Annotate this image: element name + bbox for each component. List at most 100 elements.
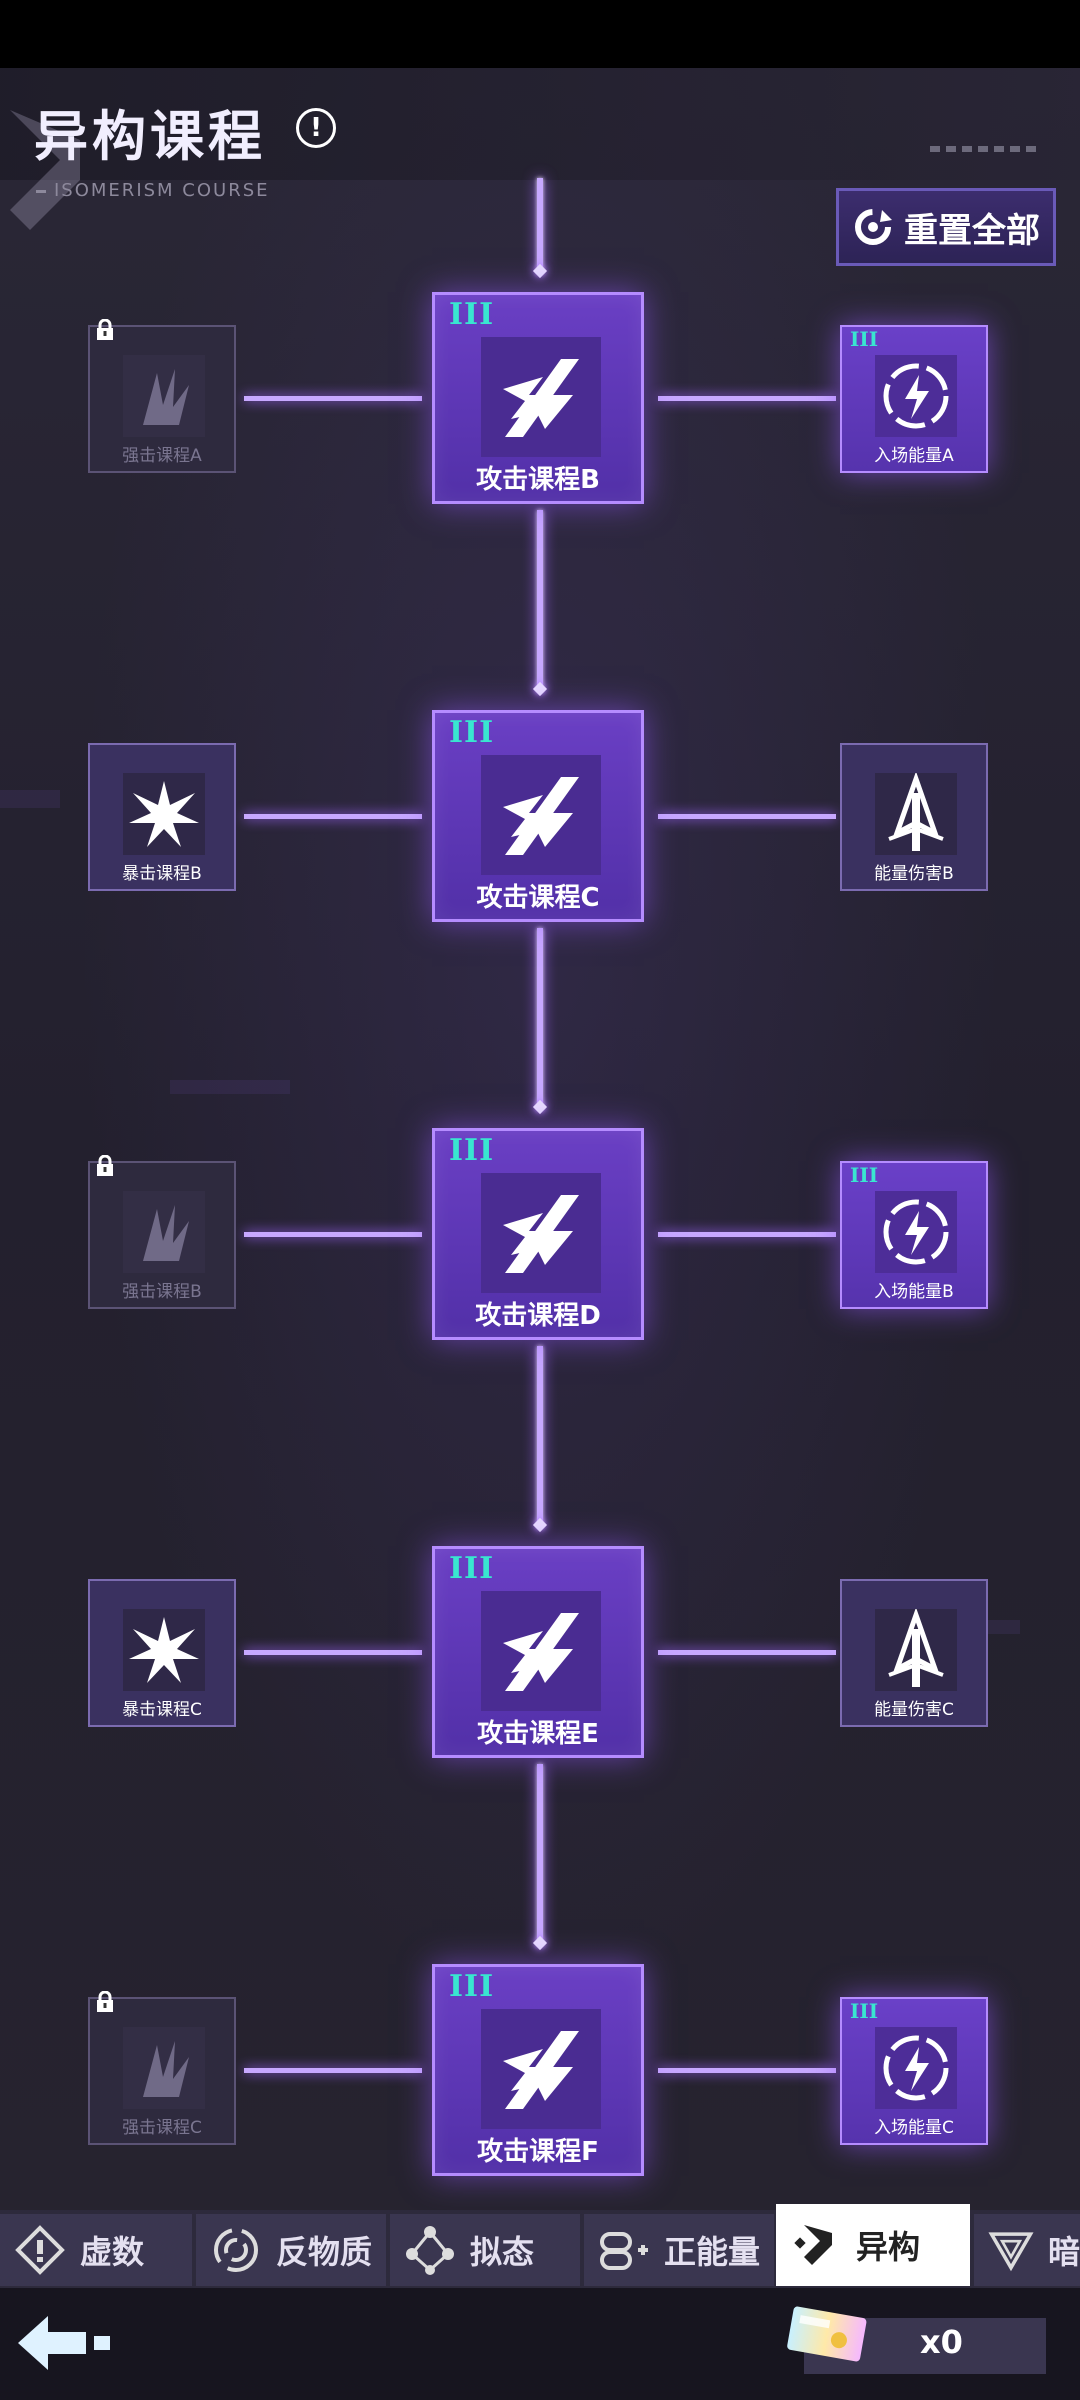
energy-damage-icon: [875, 1607, 957, 1691]
attack-slash-icon: [481, 1591, 601, 1711]
reset-all-button[interactable]: 重置全部: [836, 188, 1056, 266]
bg-decoration: [0, 790, 60, 808]
ticket-count: x0: [920, 2323, 963, 2361]
info-icon[interactable]: !: [296, 108, 336, 148]
node-label: 暴击课程B: [122, 864, 202, 884]
header: [0, 68, 1080, 180]
connector-line: [244, 1650, 422, 1655]
tab-dark[interactable]: 暗: [974, 2214, 1080, 2286]
lock-icon: [97, 1991, 113, 2012]
energy-vortex-icon: [875, 2027, 957, 2109]
tier-badge: III: [449, 1969, 495, 2004]
swirl-icon: [214, 2228, 258, 2272]
triangle-icon: [988, 2232, 1034, 2272]
tab-positive-energy[interactable]: 正能量: [584, 2214, 774, 2286]
tier-badge: III: [449, 297, 495, 332]
node-label: 攻击课程D: [475, 1301, 601, 1331]
tab-label: 正能量: [664, 2233, 761, 2271]
node-label: 暴击课程C: [122, 1700, 202, 1720]
tab-label: 拟态: [470, 2233, 535, 2271]
node-label: 入场能量B: [874, 1282, 954, 1302]
tier-badge: III: [850, 327, 879, 351]
node-label: 强击课程C: [122, 2118, 202, 2138]
connector-line: [537, 178, 543, 274]
energy-damage-icon: [875, 771, 957, 855]
connector-line: [658, 814, 836, 819]
tier-badge: III: [850, 1163, 879, 1187]
connector-line: [244, 396, 422, 401]
bg-decoration: [170, 1080, 290, 1094]
node-attack-course-e[interactable]: III 攻击课程E: [432, 1546, 644, 1758]
node-crit-course-b[interactable]: 暴击课程B: [88, 743, 236, 891]
node-label: 攻击课程B: [476, 465, 600, 495]
node-entry-energy-b[interactable]: III 入场能量B: [840, 1161, 988, 1309]
connector-line: [537, 1346, 543, 1528]
ticket-icon: [787, 2306, 867, 2362]
tier-badge: III: [850, 1999, 879, 2023]
plus-energy-icon: [600, 2232, 648, 2270]
attack-slash-icon: [481, 337, 601, 457]
node-label: 能量伤害C: [874, 1700, 954, 1720]
tab-label: 虚数: [80, 2233, 145, 2271]
diamond-icon: [15, 2225, 65, 2275]
tab-mimicry[interactable]: 拟态: [390, 2214, 580, 2286]
connector-line: [537, 510, 543, 692]
node-strike-course-b[interactable]: 强击课程B: [88, 1155, 236, 1309]
tab-isomer[interactable]: 异构: [776, 2204, 970, 2286]
connector-line: [244, 1232, 422, 1237]
connector-line: [658, 1232, 836, 1237]
tier-badge: III: [449, 1133, 495, 1168]
network-icon: [406, 2226, 454, 2275]
node-attack-course-d[interactable]: III 攻击课程D: [432, 1128, 644, 1340]
header-decoration: [930, 146, 1040, 152]
lock-icon: [97, 1155, 113, 1176]
node-label: 强击课程A: [122, 446, 202, 466]
node-energy-damage-b[interactable]: 能量伤害B: [840, 743, 988, 891]
node-attack-course-b[interactable]: III 攻击课程B: [432, 292, 644, 504]
node-crit-course-c[interactable]: 暴击课程C: [88, 1579, 236, 1727]
node-label: 攻击课程C: [476, 883, 600, 913]
isomer-logo-icon: [10, 110, 80, 230]
node-label: 攻击课程E: [477, 1719, 599, 1749]
shatter-icon: [123, 1191, 205, 1273]
node-attack-course-f[interactable]: III 攻击课程F: [432, 1964, 644, 2176]
crit-burst-icon: [123, 773, 205, 855]
tab-label: 反物质: [276, 2233, 373, 2271]
node-label: 能量伤害B: [874, 864, 954, 884]
node-label: 攻击课程F: [477, 2137, 599, 2167]
node-label: 入场能量A: [874, 446, 954, 466]
connector-line: [658, 1650, 836, 1655]
energy-vortex-icon: [875, 355, 957, 437]
status-bar: [0, 0, 1080, 68]
connector-line: [658, 2068, 836, 2073]
connector-line: [244, 814, 422, 819]
node-strike-course-c[interactable]: 强击课程C: [88, 1991, 236, 2145]
tab-label: 暗: [1047, 2233, 1080, 2271]
crit-burst-icon: [123, 1609, 205, 1691]
node-strike-course-a[interactable]: 强击课程A: [88, 319, 236, 473]
node-attack-course-c[interactable]: III 攻击课程C: [432, 710, 644, 922]
attack-slash-icon: [481, 755, 601, 875]
reset-all-label: 重置全部: [904, 210, 1040, 251]
isomer-icon: [794, 2225, 832, 2265]
tier-badge: III: [449, 715, 495, 750]
back-arrow-icon[interactable]: [14, 2312, 114, 2374]
reset-icon: [855, 209, 892, 245]
connector-line: [537, 928, 543, 1110]
page-subtitle: ISOMERISM COURSE: [36, 180, 270, 201]
shatter-icon: [123, 2027, 205, 2109]
node-label: 强击课程B: [122, 1282, 202, 1302]
connector-line: [244, 2068, 422, 2073]
tab-imaginary[interactable]: 虚数: [0, 2214, 192, 2286]
tab-label: 异构: [856, 2228, 921, 2266]
node-entry-energy-a[interactable]: III 入场能量A: [840, 325, 988, 473]
shatter-icon: [123, 355, 205, 437]
node-label: 入场能量C: [874, 2118, 954, 2138]
tier-badge: III: [449, 1551, 495, 1586]
attack-slash-icon: [481, 1173, 601, 1293]
node-entry-energy-c[interactable]: III 入场能量C: [840, 1997, 988, 2145]
node-energy-damage-c[interactable]: 能量伤害C: [840, 1579, 988, 1727]
connector-line: [658, 396, 836, 401]
tab-antimatter[interactable]: 反物质: [196, 2214, 386, 2286]
energy-vortex-icon: [875, 1191, 957, 1273]
